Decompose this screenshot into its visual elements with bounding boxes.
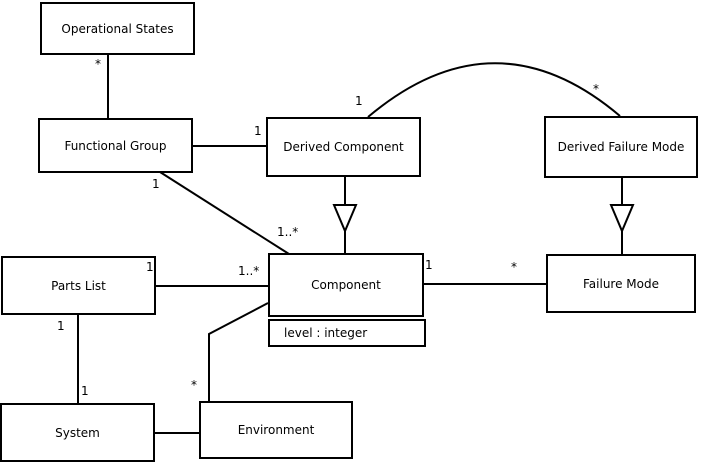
multiplicity-label: 1 [355,94,363,108]
class-failure-mode: Failure Mode [546,254,696,313]
class-derived-failure-mode: Derived Failure Mode [544,116,698,178]
class-parts-list: Parts List [1,256,156,315]
multiplicity-label: 1 [81,384,89,398]
multiplicity-label: 1..* [238,264,260,278]
multiplicity-label: * [593,82,599,96]
class-functional-group: Functional Group [38,118,193,173]
class-derived-component: Derived Component [266,117,421,177]
multiplicity-label: 1 [57,319,65,333]
multiplicity-label: 1 [254,124,262,138]
multiplicity-label: * [191,378,197,392]
hollow-triangle-icon [332,204,358,234]
multiplicity-label: 1 [146,260,154,274]
class-component: Component [268,253,424,317]
multiplicity-label: 1 [152,177,160,191]
class-system: System [0,403,155,462]
class-operational-states: Operational States [40,2,195,55]
multiplicity-label: 1..* [277,225,299,239]
association-functional-group-component [159,171,290,255]
multiplicity-label: * [95,57,101,71]
hollow-triangle-icon [609,204,635,234]
association-arc-derived-component-derived-failure-mode [367,62,621,118]
association-environment-component [208,302,269,401]
class-environment: Environment [199,401,353,459]
multiplicity-label: * [511,260,517,274]
multiplicity-label: 1 [425,258,433,272]
class-component-attribute: level : integer [268,319,426,347]
